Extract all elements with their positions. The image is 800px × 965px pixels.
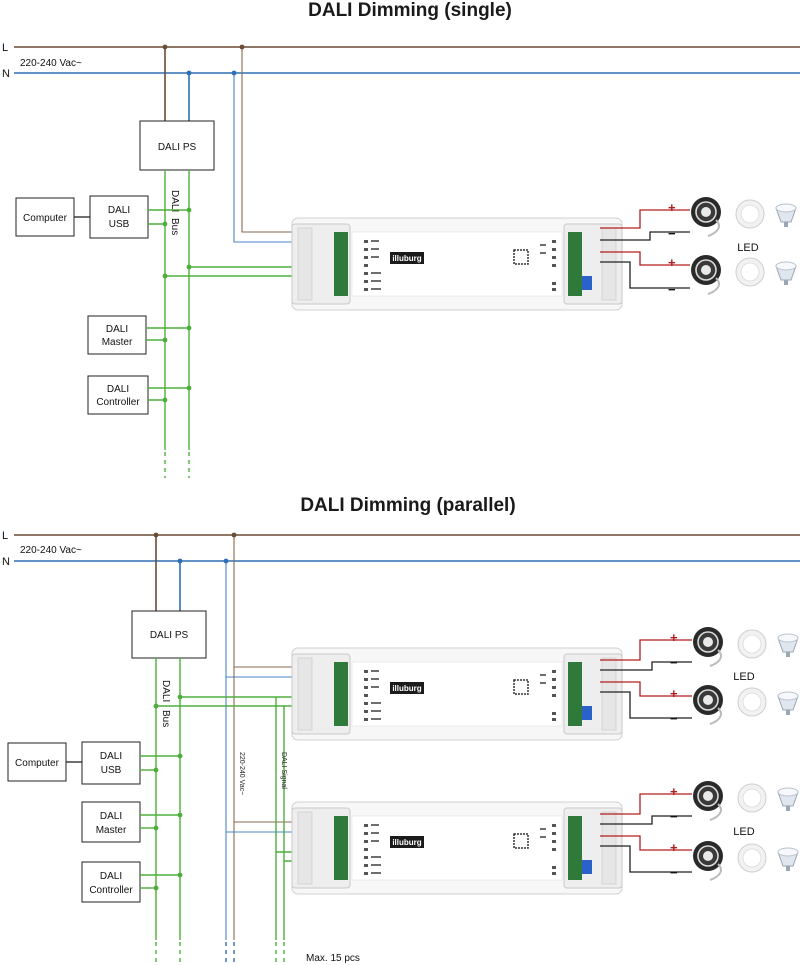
- dali-usb-label-2: USB: [101, 765, 122, 776]
- led-strip-icon: [692, 840, 724, 881]
- plus-sign: +: [670, 784, 678, 799]
- dali-master-box: [87, 315, 147, 355]
- dali-controller-label-2: Controller: [96, 397, 140, 408]
- led-driver-2: illuburg: [291, 801, 623, 895]
- spotlight-icon: [775, 203, 797, 228]
- dali-signal-drop-label: DALI Signal: [280, 752, 287, 789]
- led-strip-icon: [690, 196, 722, 237]
- computer-box: [7, 742, 67, 782]
- dali-controller-label-2: Controller: [89, 885, 133, 896]
- mains-drop-label: 220-240 Vac~: [238, 752, 245, 795]
- dali-controller-box: [87, 375, 149, 415]
- led-driver-1: illuburg: [291, 647, 623, 741]
- computer-label: Computer: [15, 758, 60, 769]
- dali-controller-label-1: DALI: [107, 384, 129, 395]
- dali-usb-box: [89, 195, 149, 239]
- minus-sign: −: [668, 282, 676, 297]
- led-strip-icon: [692, 626, 724, 667]
- diagram-title: DALI Dimming (single): [308, 0, 512, 21]
- neutral-label: N: [2, 556, 10, 568]
- spotlight-icon: [775, 261, 797, 286]
- dali-usb-label-1: DALI: [108, 205, 130, 216]
- dali-bus-label-1: DALI: [160, 680, 171, 702]
- dali-ps-box: [131, 610, 207, 659]
- dali-controller-label-1: DALI: [100, 871, 122, 882]
- live-label: L: [2, 42, 8, 54]
- driver-brand: illuburg: [392, 838, 421, 847]
- voltage-label: 220-240 Vac~: [20, 545, 82, 556]
- led-label: LED: [733, 826, 754, 838]
- minus-sign: −: [670, 655, 678, 670]
- downlight-icon: [737, 843, 767, 873]
- live-label: L: [2, 530, 8, 542]
- minus-sign: −: [670, 865, 678, 880]
- dali-controller-box: [81, 861, 141, 903]
- led-strip-icon: [692, 684, 724, 725]
- dali-ps-box: [139, 120, 215, 171]
- downlight-icon: [737, 687, 767, 717]
- led-strip-icon: [690, 254, 722, 295]
- neutral-label: N: [2, 68, 10, 80]
- plus-sign: +: [670, 630, 678, 645]
- minus-sign: −: [668, 226, 676, 241]
- spotlight-icon: [777, 691, 799, 716]
- dali-bus-label-1: DALI: [169, 190, 180, 212]
- dali-master-box: [81, 801, 141, 843]
- max-units-label: Max. 15 pcs: [306, 953, 360, 964]
- minus-sign: −: [670, 711, 678, 726]
- diagram-title: DALI Dimming (parallel): [300, 495, 515, 516]
- dali-usb-label-2: USB: [109, 219, 130, 230]
- diagram-single: DALI Dimming (single) L N 220-240 Vac~ D…: [2, 0, 800, 478]
- led-strip-icon: [692, 780, 724, 821]
- dali-ps-label: DALI PS: [150, 630, 189, 641]
- driver-brand: illuburg: [392, 254, 421, 263]
- spotlight-icon: [777, 787, 799, 812]
- downlight-icon: [737, 783, 767, 813]
- plus-sign: +: [668, 255, 676, 270]
- dali-master-label-1: DALI: [100, 811, 122, 822]
- downlight-icon: [735, 199, 765, 229]
- diagram-parallel: DALI Dimming (parallel) L N 220-240 Vac~…: [2, 495, 800, 965]
- spotlight-icon: [777, 847, 799, 872]
- dali-usb-box: [81, 741, 141, 785]
- computer-label: Computer: [23, 213, 68, 224]
- minus-sign: −: [670, 809, 678, 824]
- downlight-icon: [737, 629, 767, 659]
- led-driver: illuburg: [291, 217, 623, 311]
- plus-sign: +: [670, 686, 678, 701]
- led-label: LED: [737, 242, 758, 254]
- led-label: LED: [733, 671, 754, 683]
- spotlight-icon: [777, 633, 799, 658]
- dali-master-label-1: DALI: [106, 324, 128, 335]
- dali-bus-label-2: Bus: [169, 218, 180, 235]
- voltage-label: 220-240 Vac~: [20, 58, 82, 69]
- dali-bus-label-2: Bus: [160, 710, 171, 727]
- dali-usb-label-1: DALI: [100, 751, 122, 762]
- dali-ps-label: DALI PS: [158, 142, 197, 153]
- driver-brand: illuburg: [392, 684, 421, 693]
- plus-sign: +: [668, 200, 676, 215]
- dali-master-label-2: Master: [102, 337, 133, 348]
- plus-sign: +: [670, 840, 678, 855]
- downlight-icon: [735, 257, 765, 287]
- dali-master-label-2: Master: [96, 825, 127, 836]
